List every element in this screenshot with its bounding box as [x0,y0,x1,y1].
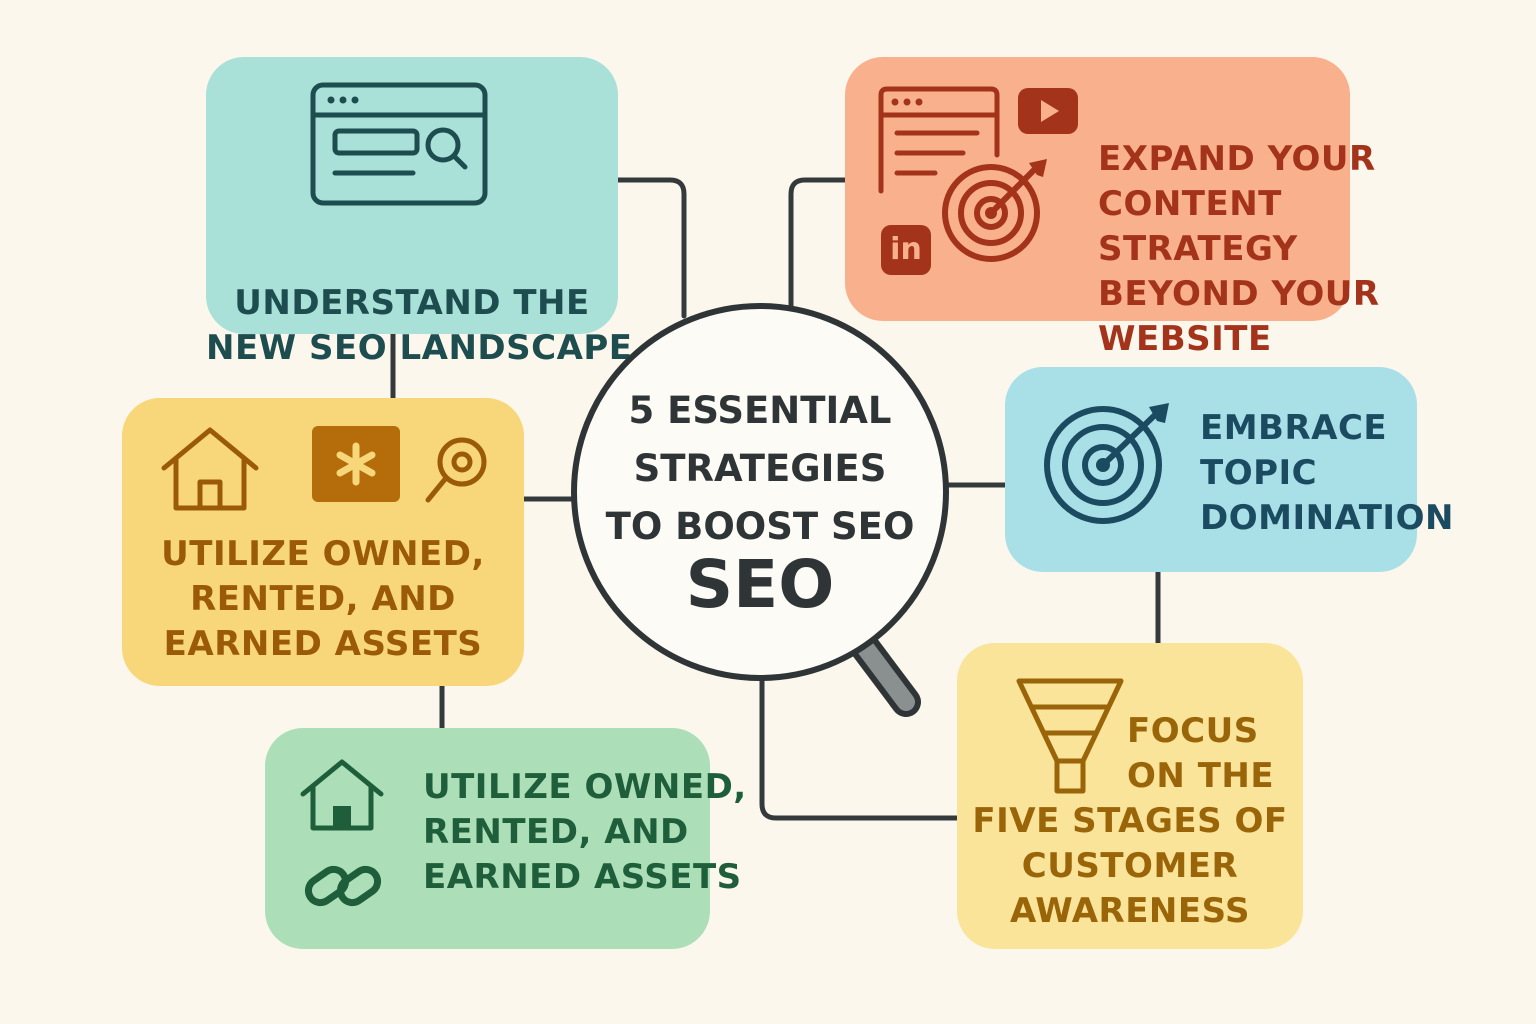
target-icon [942,159,1047,262]
house-icon [161,427,259,511]
funnel-icon [1016,678,1124,794]
house-icon [300,759,384,831]
connector-landscape-hub [615,177,687,319]
hub-seo-word: SEO [685,546,835,623]
asterisk-icon [312,426,400,502]
card-topic-domination: EMBRACE TOPIC DOMINATION [1005,367,1453,572]
linkedin-icon: in [881,225,931,275]
browser-window-icon [878,86,1000,194]
card-content-strategy: in EXPAND YOUR CONTENT STRATEGY BEYOND Y… [845,57,1379,359]
card-assets-green: UTILIZE OWNED, RENTED, AND EARNED ASSETS [265,728,746,949]
target-icon [1044,403,1169,524]
card-label: EMBRACE TOPIC DOMINATION [1200,408,1454,538]
location-pin-icon [425,437,487,503]
card-customer-awareness: FOCUS ON THE FIVE STAGES OF CUSTOMER AWA… [957,643,1303,949]
connector-hub-awareness [759,677,960,821]
hub-title: 5 ESSENTIAL STRATEGIES TO BOOST SEO [605,389,915,548]
connector-content-hub [788,177,848,309]
link-icon [304,865,382,907]
magnifying-glass-icon [571,303,949,717]
card-label: UTILIZE OWNED, RENTED, AND EARNED ASSETS [423,767,747,897]
browser-search-icon [310,82,488,206]
card-label: UTILIZE OWNED, RENTED, AND EARNED ASSETS [161,534,485,664]
card-seo-landscape: UNDERSTAND THE NEW SEO LANDSCAPE [206,57,632,368]
center-hub: 5 ESSENTIAL STRATEGIES TO BOOST SEO SEO [570,302,950,717]
card-label: UNDERSTAND THE NEW SEO LANDSCAPE [206,283,633,368]
card-label: EXPAND YOUR CONTENT STRATEGY BEYOND YOUR… [1098,139,1380,359]
card-label: FOCUS ON THE FIVE STAGES OF CUSTOMER AWA… [972,711,1288,931]
youtube-icon [1018,88,1078,134]
card-assets-yellow: UTILIZE OWNED, RENTED, AND EARNED ASSETS [122,398,524,686]
